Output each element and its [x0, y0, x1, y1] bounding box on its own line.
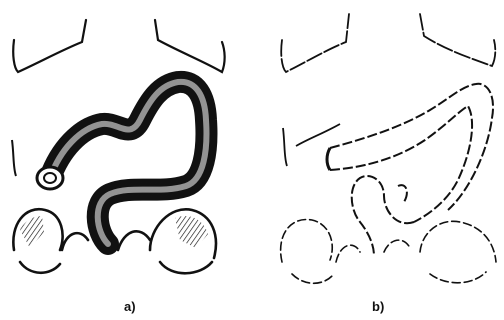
panel-b-bowel-loops [281, 219, 496, 283]
panel-b [281, 14, 496, 283]
panel-a-rib-outline [13, 20, 224, 72]
panel-b-proximal-edge [296, 124, 340, 146]
panel-a-caption: a) [124, 300, 136, 314]
panel-b-rib-outline [281, 14, 495, 72]
panel-b-intestine-lower-edge [330, 106, 472, 222]
panel-b-caption: b) [372, 300, 384, 314]
panel-a [12, 20, 225, 273]
panel-a-left-flank [12, 140, 16, 176]
panel-b-cut-end [327, 148, 330, 170]
panel-a-cut-end [37, 167, 63, 189]
panel-b-descending-loop [352, 176, 414, 256]
panel-b-left-flank [283, 128, 287, 166]
